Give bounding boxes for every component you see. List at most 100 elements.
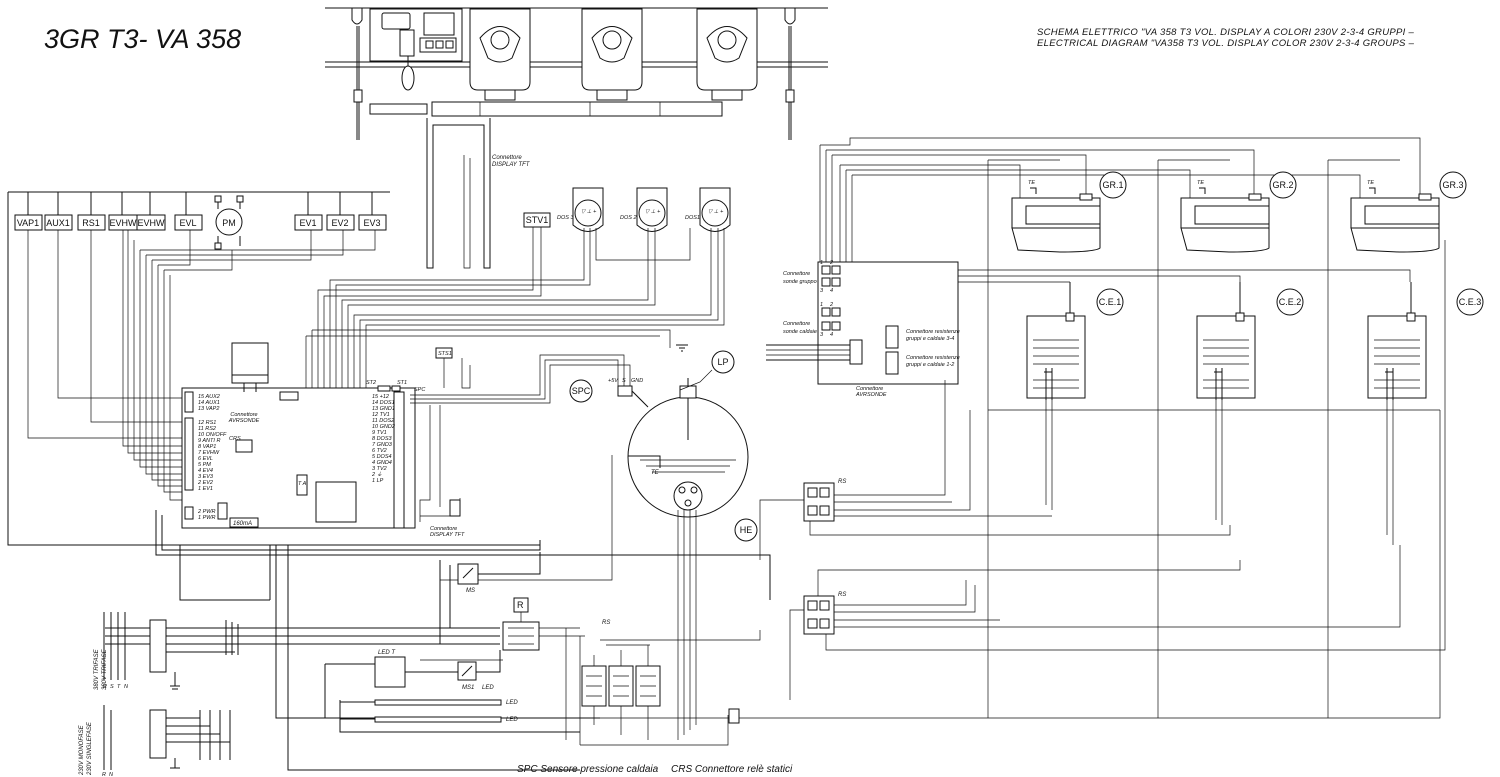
pin-m6: 6 TV2 (372, 448, 387, 454)
term-n-single: N (109, 772, 113, 777)
group-unit-3 (1350, 187, 1440, 253)
three-phase-label-2: 380V TRIFASE (102, 648, 108, 690)
doser-dos1: ▽ ⊥ + (699, 187, 731, 232)
label-led-2: LED (506, 700, 518, 706)
group-head-2 (581, 8, 643, 101)
pin-5-pm: 5 PM (198, 462, 211, 468)
label-rs-lower: RS (838, 592, 846, 598)
pin-2-ev2: 2 EV2 (197, 480, 213, 486)
pin-14-aux1: 14 AUX1 (198, 400, 220, 406)
label-ms1: MS1 (462, 685, 474, 691)
label-rs-upper: RS (838, 479, 846, 485)
gr2-circle (1269, 171, 1297, 199)
label-dos3: DOS 3 (557, 215, 574, 221)
pin-15-aux2: 15 AUX2 (198, 394, 220, 400)
rs-relay-upper (759, 380, 1231, 560)
three-phase-label-1: 380V TRIFASE (94, 648, 100, 690)
pin-m3: 3 TV2 (372, 466, 387, 472)
display-connector-top-l2: DISPLAY TFT (492, 162, 531, 168)
heater-boiler-3 (1367, 282, 1427, 400)
term-s: S (110, 684, 114, 690)
display-cable (426, 118, 491, 269)
svg-text:▽ ⊥ +: ▽ ⊥ + (581, 209, 597, 215)
group-head-3 (696, 8, 758, 101)
pin-6-evl: 6 EVL (198, 456, 213, 462)
pin-m10: 10 GND2 (372, 424, 395, 430)
res34-l1: Connettore resistenze (906, 329, 960, 335)
label-vap1: VAP1 (17, 218, 39, 228)
single-phase-label-2: 230V SINGLEFASE (87, 721, 93, 776)
he-circle (734, 518, 758, 542)
ta-tag: T A (298, 481, 307, 487)
avrsonde-right-l2: AVRSONDE (855, 392, 887, 398)
fuse-160ma: 160mA (233, 521, 252, 527)
svg-text:▽ ⊥ +: ▽ ⊥ + (645, 209, 661, 215)
boiler-wiring (410, 354, 713, 740)
label-led-3: LED (506, 717, 518, 723)
group-head-1 (469, 8, 531, 101)
pin-m5: 5 DOS4 (372, 454, 392, 460)
aux1-box (44, 214, 73, 231)
label-5v: +5V (608, 378, 619, 384)
label-ev1: EV1 (299, 218, 316, 228)
pin-13-vap2: 13 VAP2 (198, 406, 219, 412)
label-evhw-2: EVHW (138, 218, 166, 228)
gr3-circle (1439, 171, 1467, 199)
label-ce3: C.E.3 (1459, 297, 1482, 307)
label-pump: PM (222, 218, 236, 228)
term-t: T (117, 684, 121, 690)
label-gnd: GND (631, 378, 643, 384)
pin-m9: 9 TV1 (372, 430, 387, 436)
pin-10-onoff: 10 ON/OFF (198, 432, 227, 438)
ce2-circle (1276, 288, 1304, 316)
pin-1-pwr: 1 PWR (198, 515, 215, 521)
gr1-circle (1099, 171, 1127, 199)
st1-tag: ST1 (397, 380, 407, 386)
label-ev2: EV2 (331, 218, 348, 228)
pin-m13: 13 GND1 (372, 406, 395, 412)
label-led-t: LED T (378, 650, 396, 656)
label-spc: SPC (572, 386, 591, 396)
pin-9-antir: 9 ANTI R (198, 438, 220, 444)
doser-dos2: ▽ ⊥ + (636, 187, 668, 232)
sonde-gruppo-l1: Connettore (783, 271, 810, 277)
doser-dos3: ▽ ⊥ + (572, 187, 604, 232)
svg-text:▽ ⊥ +: ▽ ⊥ + (708, 209, 724, 215)
heater-wiring (904, 269, 1440, 545)
ms-relay (457, 552, 541, 585)
pin-m2: 2 ⏚ (371, 471, 382, 478)
r-relay (420, 597, 585, 661)
led-driver (324, 650, 501, 718)
pin-num-2a: 2 (829, 260, 833, 266)
evhw-box-2 (136, 214, 166, 231)
display-connector-top-l1: Connettore (492, 155, 522, 161)
sts1-label: STS1 (438, 351, 452, 357)
footer-spc-legend: SPC Sensore pressione caldaia (517, 764, 659, 775)
heater-boiler-1 (1026, 282, 1086, 400)
pin-3-ev3: 3 EV3 (198, 474, 214, 480)
pin-num-1b: 1 (820, 302, 823, 308)
single-phase-label-1: 230V MONOFASE (79, 724, 85, 776)
board-left-pins: 15 AUX2 14 AUX1 13 VAP2 12 RS1 11 RS2 10… (197, 394, 227, 521)
label-gr1: GR.1 (1102, 180, 1123, 190)
subtitle-italian: SCHEMA ELETTRICO "VA 358 T3 VOL. DISPLAY… (1037, 27, 1415, 38)
term-r: R (103, 684, 107, 690)
board-avrsonde-l2: AVRSONDE (228, 418, 260, 424)
label-ce1: C.E.1 (1099, 297, 1122, 307)
avrsonde-right-l1: Connettore (856, 386, 883, 392)
board-avrsonde-l1: Connettore (230, 412, 257, 418)
pin-m12: 12 TV1 (372, 412, 390, 418)
pin-7-evhw: 7 EVHW (198, 450, 220, 456)
spc-circle (569, 379, 593, 403)
label-ce2: C.E.2 (1279, 297, 1302, 307)
group-unit-1 (1011, 187, 1101, 253)
label-rs-bottom: RS (602, 620, 610, 626)
st2-tag: ST2 (366, 380, 376, 386)
sonde-caldaie-l1: Connettore (783, 321, 810, 327)
pin-num-2b: 2 (829, 302, 833, 308)
ce3-circle (1456, 288, 1484, 316)
label-ev3: EV3 (363, 218, 380, 228)
te-group-1: TE (1028, 180, 1035, 186)
left-component-row (7, 191, 540, 546)
